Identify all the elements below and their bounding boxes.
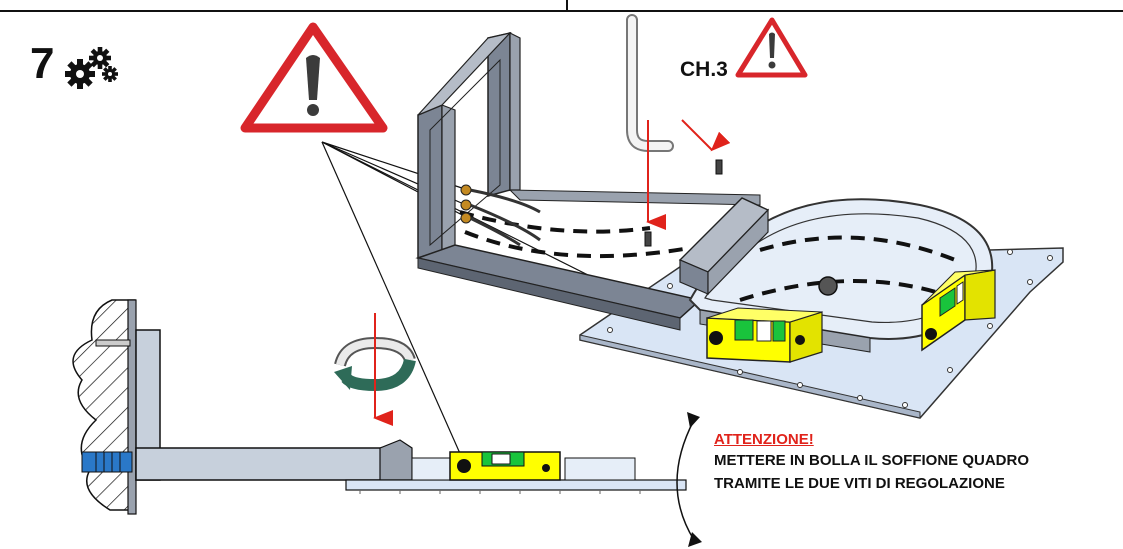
header-rule (0, 0, 1123, 14)
header-divider (566, 0, 568, 12)
warning-line-1: METTERE IN BOLLA IL SOFFIONE QUADRO (714, 452, 1029, 469)
gears-icon (62, 44, 120, 95)
spirit-level-icon (921, 269, 996, 352)
step-number: 7 (30, 39, 55, 88)
warning-line-2: TRAMITE LE DUE VITI DI REGOLAZIONE (714, 475, 1005, 492)
tilt-arrow-icon (676, 412, 702, 547)
warning-triangle-icon (240, 22, 388, 133)
hex-key-size-label: CH.3 (680, 58, 728, 81)
wall-anchor (81, 451, 133, 473)
warning-title: ATTENZIONE! (714, 431, 814, 448)
header-line (0, 10, 1123, 12)
spirit-level-icon (449, 451, 561, 481)
hex-key-icon (626, 14, 674, 152)
frame-assembly (415, 31, 1064, 419)
spirit-level-icon (706, 307, 823, 363)
step-heading: 7 (30, 42, 120, 95)
warning-triangle-icon (735, 17, 808, 78)
warning-note: ATTENZIONE! METTERE IN BOLLA IL SOFFIONE… (714, 430, 1029, 495)
rotate-arrow-icon (334, 336, 416, 392)
side-view-assembly (72, 299, 702, 547)
gauge-icon (818, 276, 838, 296)
